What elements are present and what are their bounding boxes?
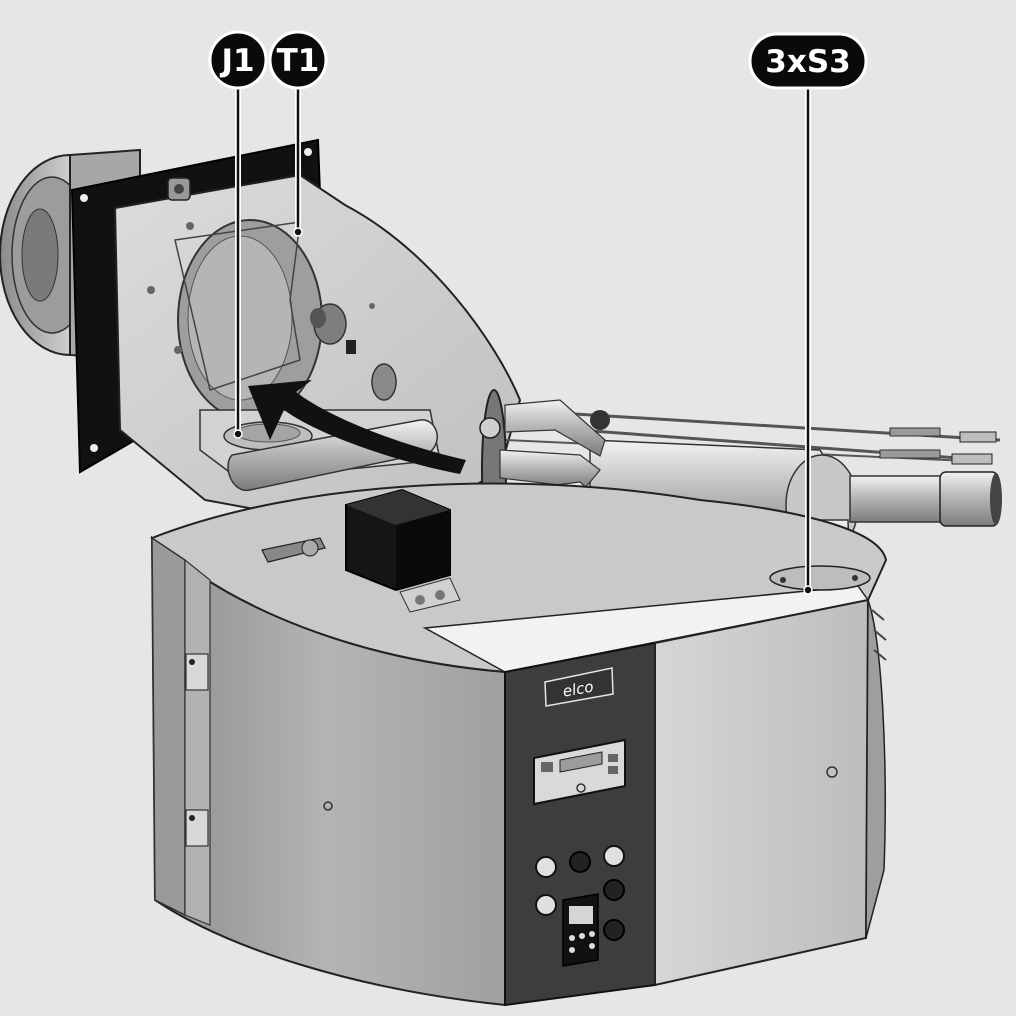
selector-knob	[569, 851, 591, 873]
callout-leaders	[233, 84, 813, 595]
brand-logo-plate	[544, 667, 614, 707]
brand-logo-text: elco	[561, 678, 594, 701]
callout-t1-label: T1	[277, 43, 320, 79]
display-module	[533, 738, 626, 806]
swing-direction-arrow	[248, 380, 466, 474]
callout-3xs3: 3xS3	[748, 32, 868, 90]
burner-main-housing	[150, 482, 888, 1007]
indicator-lamp	[603, 845, 625, 867]
indicator-lamp	[535, 856, 557, 878]
indicator-lamp	[535, 894, 557, 916]
selector-knob	[603, 879, 625, 901]
air-damper-lever	[261, 537, 326, 563]
ignition-transformer-box	[345, 488, 461, 613]
control-panel: elco	[533, 667, 626, 967]
callout-3xs3-label: 3xS3	[765, 44, 850, 80]
callout-t1: T1	[268, 30, 328, 90]
burner-controller	[562, 893, 599, 967]
selector-knob	[603, 919, 625, 941]
callout-j1-label: J1	[219, 43, 254, 79]
callout-j1: J1	[208, 30, 268, 90]
